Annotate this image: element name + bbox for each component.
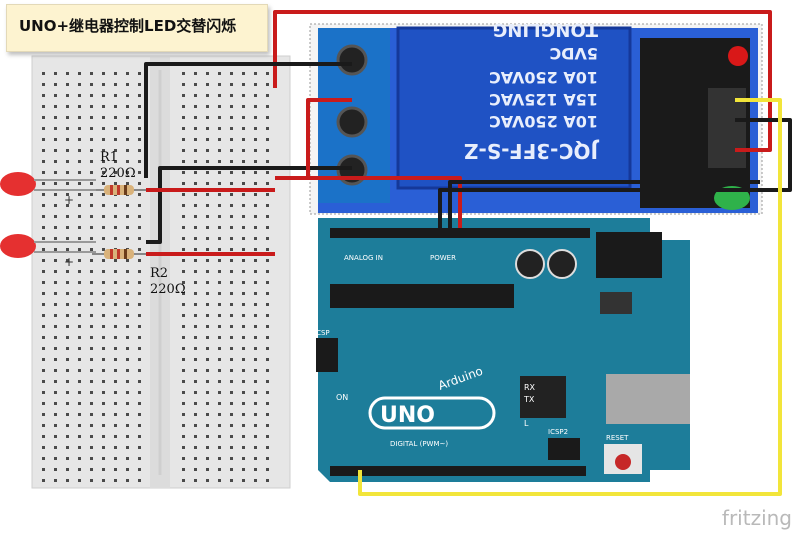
wires [144, 10, 792, 496]
arduino-logo-text: UNO [380, 403, 435, 428]
led-2 [0, 234, 96, 258]
wire-red-top [273, 10, 772, 152]
resistor-r2-label: R2 220Ω [150, 266, 186, 298]
breadboard [31, 55, 291, 489]
plus-sign-1: + [64, 193, 74, 207]
fritzing-watermark: fritzing [721, 506, 792, 530]
led-tx-label: TX [523, 395, 535, 404]
icsp2-label: ICSP2 [548, 428, 568, 436]
led-1 [0, 172, 96, 196]
wire-black-r2 [146, 166, 352, 244]
led-on-label: ON [336, 393, 348, 402]
wire-black-gnd2 [448, 180, 760, 228]
relay-coil: 5VDC [549, 44, 598, 63]
power-label: POWER [430, 254, 456, 262]
arduino-uno [316, 218, 690, 482]
resistor-r1-label: R1 220Ω [100, 150, 136, 182]
resistor-r1 [92, 185, 146, 195]
led-l-label: L [524, 419, 529, 428]
relay-rating-2: 15A 125VAC [489, 90, 598, 109]
wire-red-5v [275, 176, 462, 228]
resistor-r2 [92, 249, 146, 259]
resistor-r1-value: 220Ω [100, 166, 136, 181]
wire-black-r1 [144, 62, 352, 178]
page-title: UNO+继电器控制LED交替闪烁 [19, 17, 237, 35]
title-note: UNO+继电器控制LED交替闪烁 [6, 4, 268, 52]
led-rx-label: RX [524, 383, 536, 392]
relay-brand: TONGLING [493, 19, 598, 40]
wire-black-gnd [438, 118, 792, 228]
relay-rating-3: 10A 250VAC [489, 68, 598, 87]
icsp-label: ICSP [314, 329, 330, 337]
relay-model: JQC-3FF-S-Z [464, 139, 600, 163]
wire-red-common [306, 98, 352, 178]
relay-rating-1: 10A 250VAC [489, 112, 598, 131]
analog-label: ANALOG IN [344, 254, 383, 262]
digital-label: DIGITAL (PWM~) [390, 440, 448, 448]
wire-yellow-signal [358, 98, 782, 496]
plus-sign-2: + [64, 255, 74, 269]
resistor-r1-name: R1 [100, 150, 119, 165]
resistor-r2-value: 220Ω [150, 282, 186, 297]
relay-module [309, 23, 763, 215]
reset-label: RESET [606, 434, 629, 442]
resistor-r2-name: R2 [150, 266, 169, 281]
